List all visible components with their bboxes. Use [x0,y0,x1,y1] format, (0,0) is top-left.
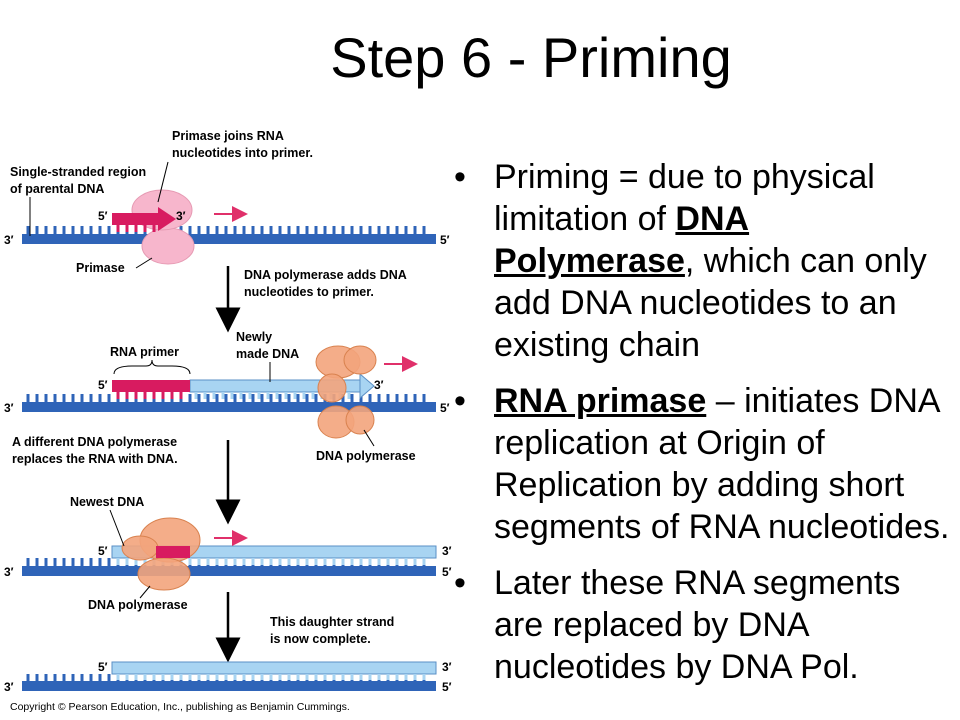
bullet-text: Later these RNA segments are replaced by… [494,564,901,686]
pointer-dna-polymerase [363,429,375,447]
primase-lower-lobe [141,227,195,265]
end-3-left-2: 3′ [4,401,14,415]
slide-title: Step 6 - Priming [330,26,732,89]
label-single-stranded: Single-stranded region [10,165,146,179]
label-newly-made: Newly [236,330,272,344]
parental-strand-1 [22,234,436,244]
rna-primer-1-ticks [116,225,156,232]
dna-priming-diagram: Primase joins RNA nucleotides into prime… [4,129,452,694]
parental-strand-2 [22,402,436,412]
end-3-left-4: 3′ [4,680,14,694]
rna-primer-2-ticks [116,392,183,399]
new-dna-3-ticks [116,558,426,565]
bullet-text: – initiates DNA replication at Origin of… [494,382,950,546]
new-dna-4-ticks [116,674,426,680]
parental-strand-3 [22,566,436,576]
brace-rna-primer [113,359,191,375]
panel-4: 5′ 3′ 3′ 5′ [4,660,452,694]
label-single-stranded-2: of parental DNA [10,182,104,196]
pointer-primase [135,257,153,269]
label-rna-primer: RNA primer [110,345,179,359]
label-primase-joins: Primase joins RNA [172,129,284,143]
end-5-top-3: 5′ [98,544,108,558]
label-daughter-2: is now complete. [270,632,371,646]
end-5-right-2: 5′ [440,401,450,415]
label-dna-pol-adds: DNA polymerase adds DNA [244,268,407,282]
label-different-pol: A different DNA polymerase [12,435,177,449]
label-dna-pol-adds-2: nucleotides to primer. [244,285,374,299]
bullet-item: • Later these RNA segments are replaced b… [448,562,956,688]
end-3-top-4: 3′ [442,660,452,674]
parental-strand-2-ticks [26,394,426,402]
end-5-right-1: 5′ [440,233,450,247]
pointer-dna-polymerase-2 [139,585,151,599]
copyright-notice: Copyright © Pearson Education, Inc., pub… [10,701,350,713]
end-5-top-1: 5′ [98,209,108,223]
dna-polymerase-1 [315,345,377,439]
panel-1: Primase joins RNA nucleotides into prime… [4,129,450,333]
end-3-left-3: 3′ [4,565,14,579]
label-dna-polymerase: DNA polymerase [316,449,416,463]
rna-primer-2 [112,380,190,392]
end-3-top-2: 3′ [374,378,384,392]
label-different-pol-2: replaces the RNA with DNA. [12,452,178,466]
pointer-primase-joins [157,161,169,203]
pointer-newest-dna [109,509,125,547]
parental-strand-4 [22,681,436,691]
bullet-key-term: RNA primase [494,382,707,420]
bullet-item: • Priming = due to physical limitation of… [448,156,956,366]
label-newest-dna: Newest DNA [70,495,144,509]
end-3-left-1: 3′ [4,233,14,247]
label-dna-polymerase-2: DNA polymerase [88,598,188,612]
end-3-top-1: 3′ [176,209,186,223]
end-3-top-3: 3′ [442,544,452,558]
end-5-right-3: 5′ [442,565,452,579]
label-primase-joins-2: nucleotides into primer. [172,146,313,160]
bullet-key-term: DNA Polymerase [494,200,750,280]
label-daughter: This daughter strand [270,615,394,629]
bullet-text: Priming = due to physical limitation of [494,158,875,238]
label-newly-made-2: made DNA [236,347,299,361]
new-dna-strand-4 [111,661,437,675]
rna-remnant-3 [156,546,190,558]
end-5-top-2: 5′ [98,378,108,392]
panel-2: RNA primer Newly made DNA DNA polymerase… [4,330,450,525]
bullet-dot-icon: • [454,564,466,602]
end-5-right-4: 5′ [442,680,452,694]
panel-3: Newest DNA DNA polymerase 5′ 3′ 3′ 5′ Th… [4,495,452,663]
end-5-top-4: 5′ [98,660,108,674]
bullet-list: • Priming = due to physical limitation of… [448,156,956,702]
bullet-dot-icon: • [454,382,466,420]
label-primase: Primase [76,261,125,275]
bullet-text: , which can only add DNA nucleotides to … [494,242,927,364]
bullet-item: • RNA primase – initiates DNA replication… [448,380,956,548]
bullet-dot-icon: • [454,158,466,196]
new-dna-arrowhead-2 [359,372,375,400]
parental-strand-1-ticks [26,226,426,234]
